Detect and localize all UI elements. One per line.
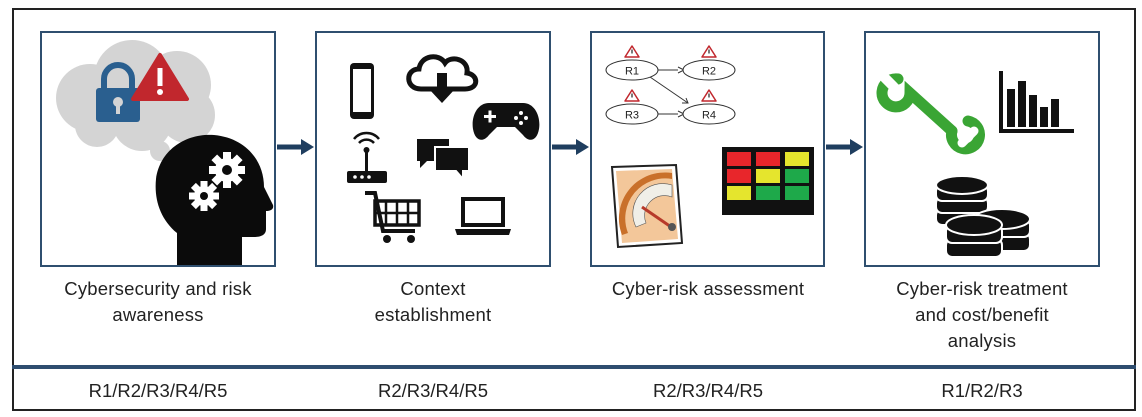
caption-line: establishment <box>374 304 492 325</box>
gauge-icon <box>610 163 684 249</box>
laptop-icon <box>455 197 511 235</box>
heatmap-icon <box>722 147 814 215</box>
caption-line: Context <box>400 278 466 299</box>
shopping-cart-icon <box>365 191 421 243</box>
bar-chart-icon <box>999 71 1074 133</box>
coins-icon <box>935 175 1031 258</box>
stage-assessment-box: R1 R2 R3 R4 <box>590 31 825 267</box>
cloud-download-icon <box>406 54 479 103</box>
caption-line: Cyber-risk assessment <box>611 278 805 299</box>
stage-requirements: R1/R2/R3 <box>941 380 1023 401</box>
chat-icon <box>417 139 470 182</box>
stage-caption: Cyber-risk treatment and cost/benefit an… <box>848 276 1116 354</box>
wrench-icon <box>875 68 985 155</box>
head-gears-icon <box>155 134 274 265</box>
stage-treatment-box <box>864 31 1100 267</box>
stage-caption: Cybersecurity and risk awareness <box>20 276 296 328</box>
stage-caption: Context establishment <box>298 276 568 328</box>
gamepad-icon <box>472 103 540 140</box>
stage-caption: Cyber-risk assessment <box>572 276 844 302</box>
caption-line: and cost/benefit <box>915 304 1049 325</box>
risk-node-label: R2 <box>702 66 716 78</box>
stage-awareness-box <box>40 31 276 267</box>
flow-arrow <box>277 139 314 155</box>
caption-line: Cybersecurity and risk <box>64 278 252 299</box>
risk-node-label: R3 <box>625 110 639 122</box>
router-icon <box>347 131 387 183</box>
section-divider <box>12 365 1136 369</box>
stage-context-box <box>315 31 551 267</box>
risk-node-label: R1 <box>625 66 639 78</box>
stage-requirements: R2/R3/R4/R5 <box>652 380 763 401</box>
stage-requirements: R1/R2/R3/R4/R5 <box>88 380 228 401</box>
warning-icon <box>131 53 189 101</box>
risk-graph: R1 R2 R3 R4 <box>605 45 736 125</box>
caption-line: awareness <box>112 304 204 325</box>
flow-arrow <box>552 139 589 155</box>
smartphone-icon <box>350 63 374 119</box>
lock-icon <box>96 62 140 122</box>
flow-arrow <box>826 139 863 155</box>
risk-node-label: R4 <box>702 110 716 122</box>
outer-border <box>12 8 1136 411</box>
caption-line: Cyber-risk treatment <box>896 278 1068 299</box>
caption-line: analysis <box>947 330 1017 351</box>
stage-requirements: R2/R3/R4/R5 <box>377 380 488 401</box>
